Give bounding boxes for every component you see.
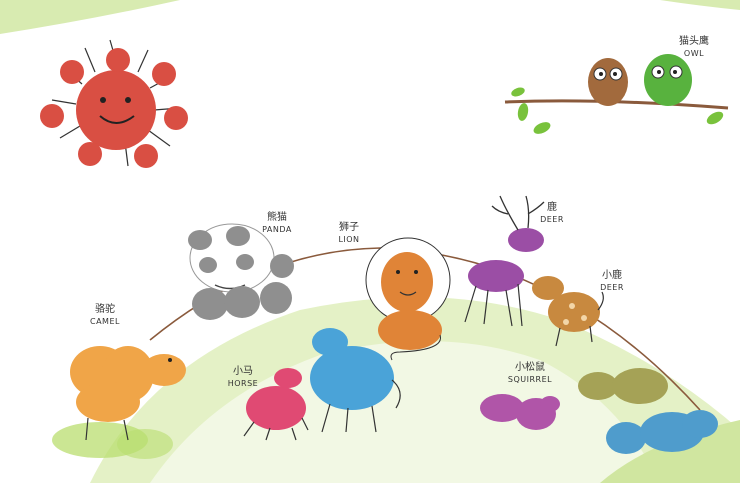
label-deer: 鹿 DEER — [532, 202, 572, 225]
label-camel-zh: 骆驼 — [95, 304, 115, 315]
label-squirrel: 小松鼠 SQUIRREL — [500, 362, 560, 385]
label-panda-zh: 熊猫 — [267, 212, 287, 223]
squirrel-icon — [480, 368, 718, 454]
label-horse: 小马 HORSE — [220, 366, 266, 389]
label-fawn-en: DEER — [600, 282, 624, 292]
corner-strip-left — [0, 0, 180, 34]
label-lion: 狮子 LION — [324, 222, 374, 245]
label-fawn-zh: 小鹿 — [602, 270, 622, 281]
label-fawn: 小鹿 DEER — [592, 270, 632, 293]
label-horse-zh: 小马 — [233, 366, 253, 377]
label-camel: 骆驼 CAMEL — [80, 304, 130, 327]
lion-icon — [365, 237, 451, 361]
sun-icon — [40, 39, 188, 168]
label-camel-en: CAMEL — [90, 316, 120, 326]
horse-icon — [243, 328, 401, 441]
fawn-icon — [532, 276, 604, 347]
corner-strip-right — [660, 0, 740, 10]
label-lion-en: LION — [338, 234, 360, 244]
label-squirrel-zh: 小松鼠 — [515, 362, 545, 373]
label-owl-zh: 猫头鹰 — [679, 36, 709, 47]
label-deer-zh: 鹿 — [547, 202, 557, 213]
label-panda-en: PANDA — [262, 224, 292, 234]
camel-icon — [52, 346, 186, 459]
label-owl: 猫头鹰 OWL — [668, 36, 720, 59]
label-horse-en: HORSE — [227, 378, 259, 388]
label-panda: 熊猫 PANDA — [252, 212, 302, 235]
panda-icon — [188, 223, 294, 320]
label-squirrel-en: SQUIRREL — [507, 374, 553, 384]
label-owl-en: OWL — [683, 48, 705, 58]
label-deer-en: DEER — [540, 214, 564, 224]
deer-icon — [464, 195, 545, 327]
label-lion-zh: 狮子 — [339, 222, 359, 233]
owl-icon — [504, 54, 729, 134]
